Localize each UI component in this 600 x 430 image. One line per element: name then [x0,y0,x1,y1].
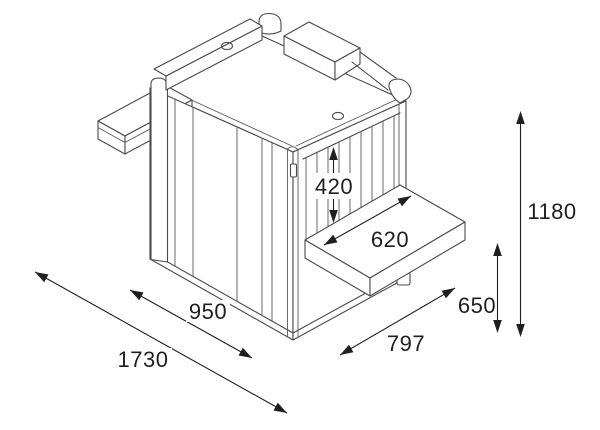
dimension-overall-depth: 1730 [34,271,288,414]
left-skirt-line [149,251,294,334]
dim-label-950: 950 [189,299,227,324]
front-corner-post [287,146,299,338]
dim-label-1180: 1180 [527,199,576,224]
left-face-panel-seams [174,98,273,322]
dimension-overall-height: 1180 [516,111,576,337]
output-tray [304,184,466,297]
dim-label-797: 797 [387,331,425,356]
dim-label-620: 620 [371,227,409,252]
lock-indicator [289,163,298,178]
left-corner-post [150,77,169,263]
dim-label-420: 420 [315,174,353,199]
dimension-tunnel-height: 420 [313,147,355,223]
top-right-bevel-line [295,95,405,147]
right-corner-post-cap [388,78,412,104]
dimension-body-depth: 950 [129,289,253,359]
bolt-icon [220,41,234,51]
top-rail-and-housing [153,12,412,104]
control-housing [283,21,361,81]
dimension-tray-floor-height: 650 [458,243,502,333]
back-right-rim [351,51,412,104]
tunnel-strip-curtain [302,112,401,240]
dimension-tray-width: 620 [323,195,412,252]
dim-label-650: 650 [458,293,496,318]
dim-label-1730: 1730 [118,347,169,372]
dimension-front-width: 797 [339,287,456,356]
back-corner-post-cap [258,12,282,35]
bolt-icon [331,111,345,121]
tray-end-face [369,221,466,297]
